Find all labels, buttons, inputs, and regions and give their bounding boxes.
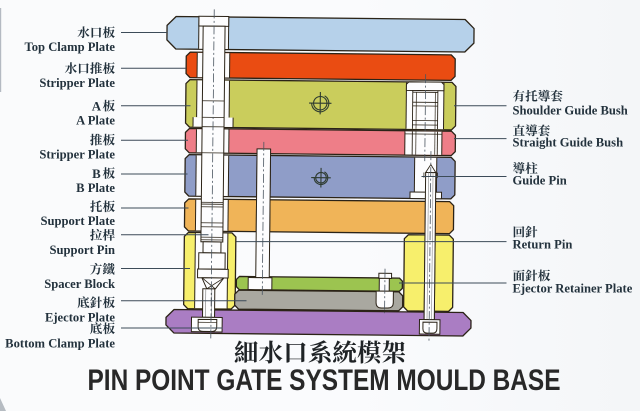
svg-text:B Plate: B Plate xyxy=(76,181,115,195)
svg-text:Ejector Plate: Ejector Plate xyxy=(45,310,115,324)
svg-text:Stripper Plate: Stripper Plate xyxy=(39,148,115,162)
svg-text:B: B xyxy=(92,167,101,181)
svg-text:Spacer Block: Spacer Block xyxy=(44,277,115,291)
svg-text:PIN POINT GATE SYSTEM MOULD BA: PIN POINT GATE SYSTEM MOULD BASE xyxy=(88,364,561,397)
svg-text:Shoulder Guide Bush: Shoulder Guide Bush xyxy=(513,104,628,118)
svg-text:Ejector Retainer Plate: Ejector Retainer Plate xyxy=(513,281,633,295)
svg-text:Straight Guide Bush: Straight Guide Bush xyxy=(513,136,624,150)
svg-text:Top Clamp Plate: Top Clamp Plate xyxy=(25,40,116,54)
svg-text:Guide Pin: Guide Pin xyxy=(513,174,567,188)
svg-text:Bottom Clamp Plate: Bottom Clamp Plate xyxy=(5,336,115,350)
svg-text:Return Pin: Return Pin xyxy=(513,238,573,252)
svg-text:Support Plate: Support Plate xyxy=(40,214,115,228)
svg-text:A: A xyxy=(92,99,102,113)
svg-text:Stripper Plate: Stripper Plate xyxy=(39,76,115,90)
svg-text:Support Pin: Support Pin xyxy=(50,243,115,257)
svg-text:A Plate: A Plate xyxy=(76,114,115,128)
